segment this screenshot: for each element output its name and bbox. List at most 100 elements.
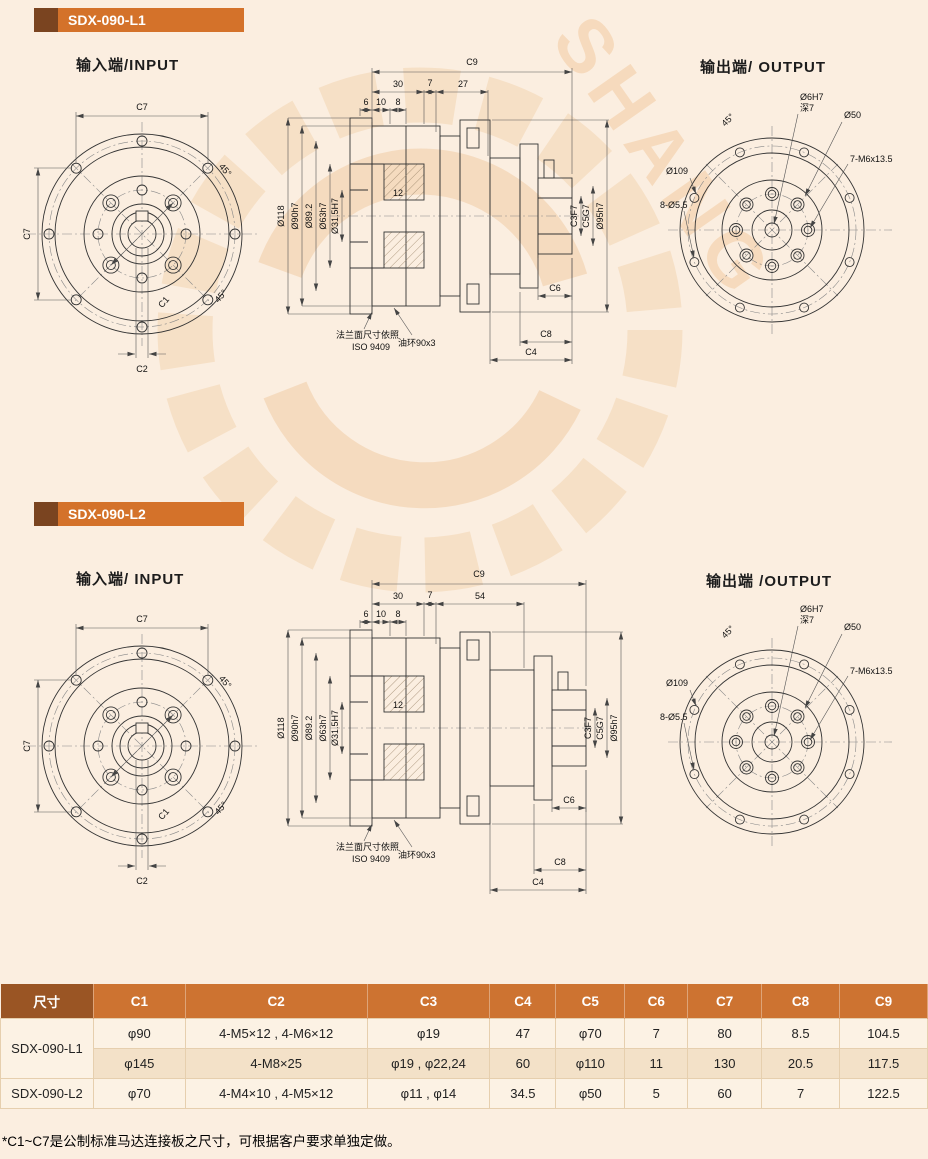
dim-label: C9 — [466, 57, 478, 67]
dim-label: 12 — [393, 188, 403, 198]
dim-label: 深7 — [800, 615, 814, 625]
dim-label: Ø6H7 — [800, 604, 824, 614]
part-outline — [349, 629, 587, 827]
table-row: φ145 4-M8×25 φ19 , φ22,24 60 φ110 11 130… — [1, 1048, 928, 1079]
table-cell: 47 — [489, 1018, 557, 1049]
table-cell: 60 — [687, 1078, 763, 1109]
table-header-cell: C6 — [624, 984, 689, 1019]
dim-label: Ø31.5H7 — [330, 198, 340, 234]
dim-label: 8-Ø5.5 — [660, 712, 688, 722]
oil-ring-note: 油环90x3 — [398, 337, 436, 348]
dim-label: Ø89.2 — [304, 716, 314, 741]
dim-label: C6 — [549, 283, 561, 293]
table-cell: 8.5 — [761, 1018, 841, 1049]
model-cell: SDX-090-L1 — [0, 1018, 94, 1079]
flange-note: ISO 9409 — [352, 854, 390, 864]
table-header-cell: C4 — [489, 984, 557, 1019]
section-tag-l1: SDX-090-L1 — [34, 8, 244, 32]
table-header-cell: C2 — [185, 984, 368, 1019]
dim-label: C5G7 — [581, 204, 591, 228]
dim-label: 7-M6x13.5 — [850, 154, 893, 164]
output-flange-drawing-l1: 45° Ø6H7 深7 Ø50 7-M6x13.5 Ø109 8-Ø5.5 — [660, 92, 893, 336]
table-cell: 7 — [761, 1078, 841, 1109]
table-header-cell: C8 — [761, 984, 841, 1019]
dim-label: 7 — [427, 590, 432, 600]
dim-label: 7-M6x13.5 — [850, 666, 893, 676]
input-view-label-l1: 输入端/INPUT — [76, 57, 180, 74]
dim-label: 12 — [393, 700, 403, 710]
dim-label: C2 — [136, 364, 148, 374]
dimensions-table: 尺寸 C1 C2 C3 C4 C5 C6 C7 C8 C9 SDX-090-L1… — [0, 984, 928, 1109]
dim-label: C6 — [563, 795, 575, 805]
model-cell: SDX-090-L2 — [0, 1078, 94, 1109]
dim-label: 8-Ø5.5 — [660, 200, 688, 210]
table-cell: 104.5 — [839, 1018, 928, 1049]
table-cell: 34.5 — [489, 1078, 557, 1109]
center-lines — [668, 638, 892, 848]
table-header-row: 尺寸 C1 C2 C3 C4 C5 C6 C7 C8 C9 — [0, 984, 928, 1019]
dim-label: C1 — [156, 806, 171, 821]
dim-label: 45° — [217, 162, 234, 179]
table-header-cell: C3 — [367, 984, 491, 1019]
dim-label: C5G7 — [595, 716, 605, 740]
table-cell: 80 — [687, 1018, 763, 1049]
dim-label: 45° — [720, 623, 737, 640]
table-row: SDX-090-L1 φ90 4-M5×12 , 4-M6×12 φ19 47 … — [0, 1018, 928, 1079]
table-cell: 4-M8×25 — [184, 1048, 368, 1079]
dim-label: 深7 — [800, 103, 814, 113]
output-view-label-l1: 输出端/ OUTPUT — [700, 59, 826, 76]
section-tag-l2: SDX-090-L2 — [34, 502, 244, 526]
cross-section-drawing-l1: C9 30 7 27 6 10 8 Ø118 — [276, 57, 610, 364]
table-cell: 4-M5×12 , 4-M6×12 — [184, 1018, 368, 1049]
dim-label: 6 — [363, 609, 368, 619]
flange-note: ISO 9409 — [352, 342, 390, 352]
dim-label: 30 — [393, 591, 403, 601]
flange-outline — [679, 649, 865, 835]
table-cell: 117.5 — [839, 1048, 928, 1079]
output-flange-drawing-l2: 45° Ø6H7 深7 Ø50 7-M6x13.5 Ø109 8-Ø5.5 — [660, 604, 893, 848]
dim-label: 8 — [395, 97, 400, 107]
dim-label: C7 — [136, 614, 148, 624]
tag-label: SDX-090-L1 — [58, 8, 244, 32]
dim-label: 8 — [395, 609, 400, 619]
dim-label: Ø109 — [666, 166, 688, 176]
oil-ring-note: 油环90x3 — [398, 849, 436, 860]
dim-label: Ø95h7 — [595, 202, 605, 229]
flange-note: 法兰面尺寸依照 — [336, 841, 399, 852]
table-row: SDX-090-L2 φ70 4-M4×10 , 4-M5×12 φ11 , φ… — [0, 1078, 928, 1109]
dim-label: C3F7 — [569, 205, 579, 227]
table-cell: 5 — [624, 1078, 689, 1109]
dim-label: Ø63h7 — [318, 202, 328, 229]
table-cell: φ19 — [366, 1018, 491, 1049]
table-cell: 122.5 — [839, 1078, 928, 1109]
dim-label: Ø89.2 — [304, 204, 314, 229]
table-cell: 60 — [489, 1048, 557, 1079]
table-cell: 4-M4×10 , 4-M5×12 — [184, 1078, 368, 1109]
tag-square — [34, 502, 58, 526]
dim-label: Ø50 — [844, 622, 861, 632]
dim-label: Ø6H7 — [800, 92, 824, 102]
dim-label: 6 — [363, 97, 368, 107]
input-view-label-l2: 输入端/ INPUT — [76, 571, 185, 588]
table-cell: φ11 , φ14 — [366, 1078, 491, 1109]
dim-label: Ø90h7 — [290, 714, 300, 741]
dim-label: Ø109 — [666, 678, 688, 688]
dim-label: 45° — [720, 111, 737, 128]
table-header-cell: 尺寸 — [0, 984, 94, 1019]
dim-label: C4 — [525, 347, 537, 357]
input-flange-drawing-l1: C7 C7 C1 C2 45° 45° — [22, 102, 258, 374]
footnote: *C1~C7是公制标准马达连接板之尺寸，可根据客户要求单独定做。 — [2, 1134, 401, 1149]
dim-label: Ø95h7 — [609, 714, 619, 741]
dim-label: C8 — [540, 329, 552, 339]
dim-label: 10 — [376, 609, 386, 619]
dim-label: C2 — [136, 876, 148, 886]
table-header-cell: C9 — [839, 984, 928, 1019]
table-cell: 20.5 — [761, 1048, 841, 1079]
table-cell: 7 — [624, 1018, 689, 1049]
dim-label: 10 — [376, 97, 386, 107]
dim-label: C4 — [532, 877, 544, 887]
input-flange-drawing-l2: C7 C7 C1 C2 45° 45° — [22, 614, 258, 886]
tag-square — [34, 8, 58, 32]
dim-label: Ø31.5H7 — [330, 710, 340, 746]
table-cell: 11 — [624, 1048, 689, 1079]
